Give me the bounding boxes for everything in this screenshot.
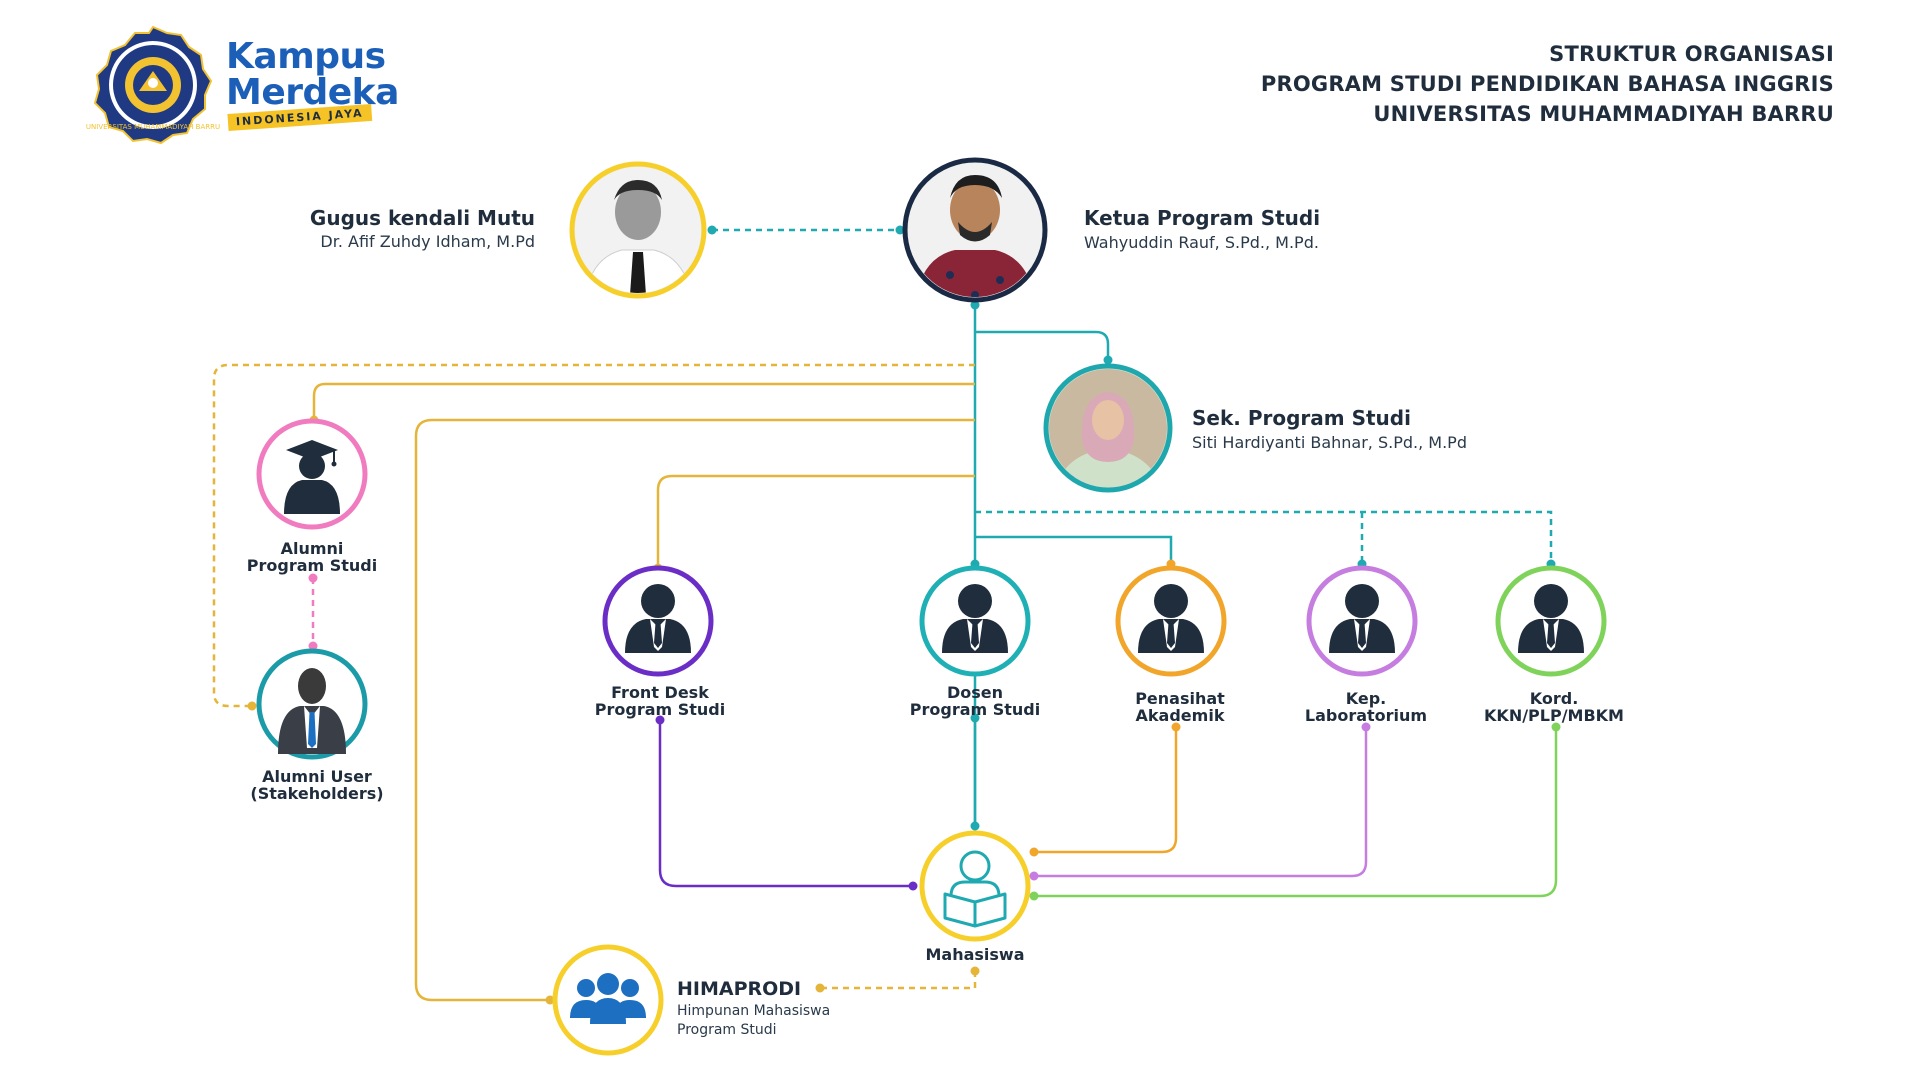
mahasiswa-node-circle <box>919 830 1031 942</box>
teal-dashed-connectors <box>712 228 1553 562</box>
front-desk-label-line2: Program Studi <box>594 700 726 719</box>
ketua-photo <box>902 157 1048 303</box>
front-desk-label: Front Desk Program Studi <box>540 684 780 718</box>
lab-label: Kep. Laboratorium <box>1246 690 1486 724</box>
brand-merdeka: Merdeka <box>226 72 399 113</box>
orange-connector <box>1034 727 1178 854</box>
alumni-node-circle <box>256 418 368 530</box>
penasihat-label: Penasihat Akademik <box>1060 690 1300 724</box>
ketua-person: Wahyuddin Rauf, S.Pd., M.Pd. <box>1084 233 1319 252</box>
penasihat-label-line2: Akademik <box>1135 706 1225 725</box>
penasihat-node-circle <box>1115 565 1227 677</box>
purple-connector <box>658 720 913 888</box>
sek-photo <box>1043 363 1173 493</box>
kord-node-circle <box>1495 565 1607 677</box>
lab-label-line1: Kep. <box>1345 689 1387 708</box>
mahasiswa-label-line1: Mahasiswa <box>925 945 1025 964</box>
front-desk-node-circle <box>602 565 714 677</box>
gold-dashed-connectors <box>212 363 977 990</box>
header-line-2: PROGRAM STUDI PENDIDIKAN BAHASA INGGRIS <box>1260 72 1834 96</box>
himaprodi-node-circle <box>552 944 664 1056</box>
dosen-label-line1: Dosen <box>946 683 1004 702</box>
front-desk-label-line1: Front Desk <box>611 683 709 702</box>
brand-kampus: Kampus <box>226 36 386 77</box>
alumni-label: Alumni Program Studi <box>192 540 432 574</box>
alumni-user-label: Alumni User (Stakeholders) <box>197 768 437 802</box>
alumni-user-node-circle <box>256 648 368 760</box>
kord-label-line1: Kord. <box>1529 689 1579 708</box>
dosen-node-circle <box>919 565 1031 677</box>
lab-label-line2: Laboratorium <box>1304 706 1428 725</box>
himaprodi-line1: Himpunan Mahasiswa <box>677 1003 831 1019</box>
header-line-3: UNIVERSITAS MUHAMMADIYAH BARRU <box>1373 102 1834 126</box>
alumni-label-line2: Program Studi <box>246 556 378 575</box>
kord-label-line2: KKN/PLP/MBKM <box>1484 706 1624 725</box>
penasihat-label-line1: Penasihat <box>1135 689 1225 708</box>
ketua-title: Ketua Program Studi <box>1084 206 1321 230</box>
header-line-1: STRUKTUR ORGANISASI <box>1549 42 1834 66</box>
himaprodi-title: HIMAPRODI <box>677 978 802 1000</box>
gugus-person: Dr. Afif Zuhdy Idham, M.Pd <box>320 232 535 251</box>
gold-connectors <box>312 382 975 1002</box>
sek-person: Siti Hardiyanti Bahnar, S.Pd., M.Pd <box>1192 433 1467 452</box>
alumni-user-label-line1: Alumni User <box>262 767 372 786</box>
kord-label: Kord. KKN/PLP/MBKM <box>1434 690 1674 724</box>
green-connector <box>1034 727 1558 898</box>
alumni-label-line1: Alumni <box>280 539 344 558</box>
himaprodi-line2: Program Studi <box>677 1022 777 1038</box>
alumni-user-label-line2: (Stakeholders) <box>250 784 384 803</box>
gugus-photo <box>569 161 707 299</box>
dosen-label-line2: Program Studi <box>909 700 1041 719</box>
seal-text: UNIVERSITAS MUHAMMADIYAH BARRU <box>86 123 220 131</box>
violet-connector <box>1034 727 1368 878</box>
mahasiswa-label: Mahasiswa <box>855 946 1095 963</box>
lab-node-circle <box>1306 565 1418 677</box>
university-seal-logo <box>93 25 213 145</box>
gugus-title: Gugus kendali Mutu <box>309 206 535 230</box>
dosen-label: Dosen Program Studi <box>855 684 1095 718</box>
sek-title: Sek. Program Studi <box>1192 406 1411 430</box>
